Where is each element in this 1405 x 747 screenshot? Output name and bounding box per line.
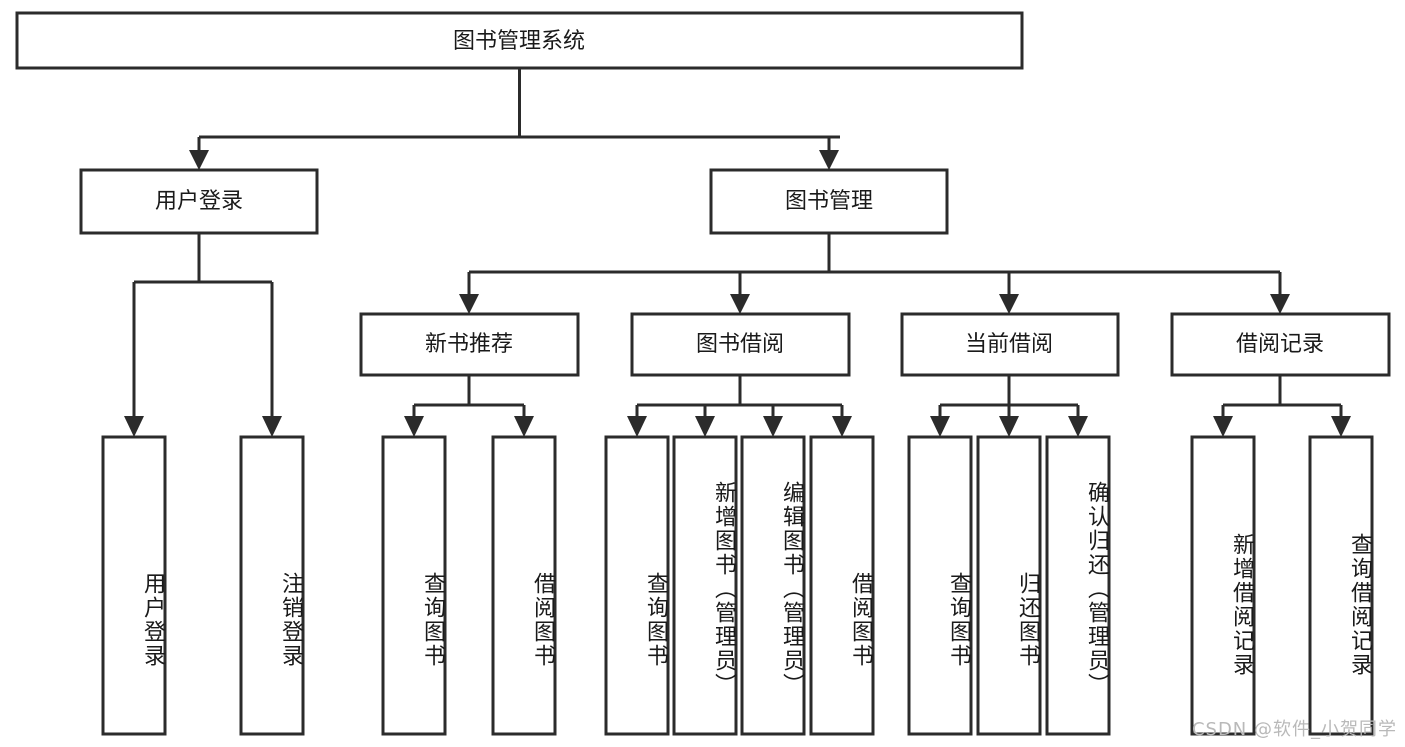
node-book-borrow[interactable]: 图书借阅	[630, 312, 851, 377]
connectors-borrow-to-leaves	[627, 375, 852, 437]
arrow-borrow-c4	[832, 416, 852, 437]
leaf-box-user-login[interactable]	[101, 435, 167, 736]
connectors-current-to-leaves	[930, 375, 1088, 437]
arrow-userlogin-child2	[262, 416, 282, 437]
leaf-box-query-book-b[interactable]	[604, 435, 670, 736]
node-borrow-record-label: 借阅记录	[1236, 332, 1324, 357]
arrow-borrow-c3	[763, 416, 783, 437]
node-new-book-recommend-label: 新书推荐	[425, 332, 513, 357]
node-root-label: 图书管理系统	[453, 29, 585, 54]
connectors-root-to-level2	[189, 68, 840, 170]
node-borrow-record-box[interactable]	[1170, 312, 1391, 377]
connectors-bookmgmt-to-level3	[459, 233, 1290, 314]
arrow-to-user-login	[189, 150, 209, 170]
arrow-borrow-c2	[695, 416, 715, 437]
node-current-borrow[interactable]: 当前借阅	[900, 312, 1120, 377]
arrow-record-c1	[1213, 416, 1233, 437]
node-new-book-recommend-box[interactable]	[359, 312, 580, 377]
connectors-userlogin-to-leaves	[124, 233, 282, 437]
leaf-box-confirm-return[interactable]	[1045, 435, 1111, 736]
node-user-login[interactable]: 用户登录	[79, 168, 319, 235]
leaf-box-borrow-book-a[interactable]	[491, 435, 557, 736]
node-book-management-box[interactable]	[709, 168, 949, 235]
leaf-box-add-record[interactable]	[1190, 435, 1256, 736]
node-root-box[interactable]	[15, 11, 1024, 70]
node-new-book-recommend[interactable]: 新书推荐	[359, 312, 580, 377]
arrow-newbook-c2	[514, 416, 534, 437]
leaf-box-add-book[interactable]	[672, 435, 738, 736]
node-borrow-record[interactable]: 借阅记录	[1170, 312, 1391, 377]
leaf-box-query-record[interactable]	[1308, 435, 1374, 736]
leaf-boxes	[101, 435, 1374, 736]
leaf-box-query-book-c[interactable]	[907, 435, 973, 736]
node-root[interactable]: 图书管理系统	[15, 11, 1024, 70]
connectors-newbook-to-leaves	[404, 375, 534, 437]
arrow-newbook-c1	[404, 416, 424, 437]
arrow-borrow-c1	[627, 416, 647, 437]
arrow-bookmgmt-c4	[1270, 294, 1290, 314]
node-book-borrow-box[interactable]	[630, 312, 851, 377]
arrow-record-c2	[1331, 416, 1351, 437]
arrow-to-book-mgmt	[819, 150, 839, 170]
leaf-box-logout[interactable]	[239, 435, 305, 736]
leaf-box-borrow-book-b[interactable]	[809, 435, 875, 736]
node-current-borrow-label: 当前借阅	[965, 332, 1053, 357]
leaf-box-edit-book[interactable]	[740, 435, 806, 736]
arrow-bookmgmt-c1	[459, 294, 479, 314]
leaf-box-return-book[interactable]	[976, 435, 1042, 736]
leaf-box-query-book-a[interactable]	[381, 435, 447, 736]
arrow-current-c1	[930, 416, 950, 437]
arrow-current-c3	[1068, 416, 1088, 437]
node-book-management[interactable]: 图书管理	[709, 168, 949, 235]
arrow-current-c2	[999, 416, 1019, 437]
arrow-bookmgmt-c2	[730, 294, 750, 314]
connectors-record-to-leaves	[1213, 375, 1351, 437]
arrow-userlogin-child1	[124, 416, 144, 437]
node-user-login-label: 用户登录	[155, 189, 243, 214]
node-book-borrow-label: 图书借阅	[696, 332, 784, 357]
node-user-login-box[interactable]	[79, 168, 319, 235]
node-book-management-label: 图书管理	[785, 189, 873, 214]
watermark-text: CSDN @软件_小贺同学	[1191, 719, 1397, 740]
node-current-borrow-box[interactable]	[900, 312, 1120, 377]
arrow-bookmgmt-c3	[999, 294, 1019, 314]
